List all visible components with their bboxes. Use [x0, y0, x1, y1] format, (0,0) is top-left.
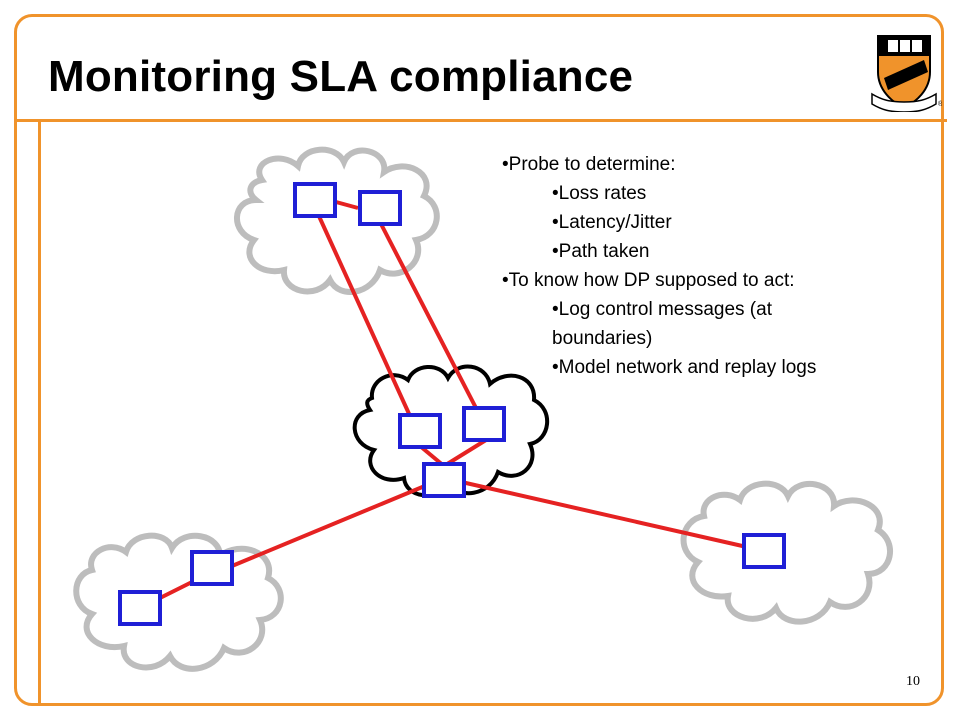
bullet-model-network: •Model network and replay logs: [552, 357, 817, 378]
right-cloud: [680, 480, 893, 625]
node-top-left: [293, 182, 337, 218]
link-top-pair: [335, 200, 359, 210]
node-center-upper-left: [398, 413, 442, 449]
link-top-left-center: [316, 213, 412, 417]
registered-mark: ®: [938, 100, 942, 108]
top-cloud: [234, 146, 440, 295]
node-bottom-left-outer: [118, 590, 162, 626]
slide-title: Monitoring SLA compliance: [48, 52, 634, 101]
node-center-hub: [422, 462, 466, 498]
link-top-right-center: [378, 221, 478, 409]
node-right: [742, 533, 786, 569]
bottom-left-cloud: [73, 532, 284, 672]
link-hub-bottom-left: [231, 476, 445, 568]
bullet-log-control: •Log control messages (at boundaries): [552, 299, 772, 349]
bullet-loss-rates: •Loss rates: [552, 183, 647, 204]
left-margin-rule: [38, 119, 41, 706]
link-hub-right: [443, 476, 761, 552]
bullet-probe: •Probe to determine:: [502, 154, 676, 175]
university-shield-logo: ®: [871, 35, 942, 112]
node-bottom-left-inner: [190, 550, 234, 586]
network-links: [147, 200, 761, 606]
title-divider: [14, 119, 947, 122]
node-top-right: [358, 190, 402, 226]
bullet-list: •Probe to determine: •Loss rates •Latenc…: [502, 150, 902, 382]
bullet-latency-jitter: •Latency/Jitter: [552, 212, 672, 233]
bullet-dp: •To know how DP supposed to act:: [502, 270, 795, 291]
link-center-right-hub: [442, 438, 488, 468]
page-number: 10: [906, 674, 920, 689]
node-center-upper-right: [462, 406, 506, 442]
bullet-path-taken: •Path taken: [552, 241, 650, 262]
slide-frame: [14, 14, 944, 706]
